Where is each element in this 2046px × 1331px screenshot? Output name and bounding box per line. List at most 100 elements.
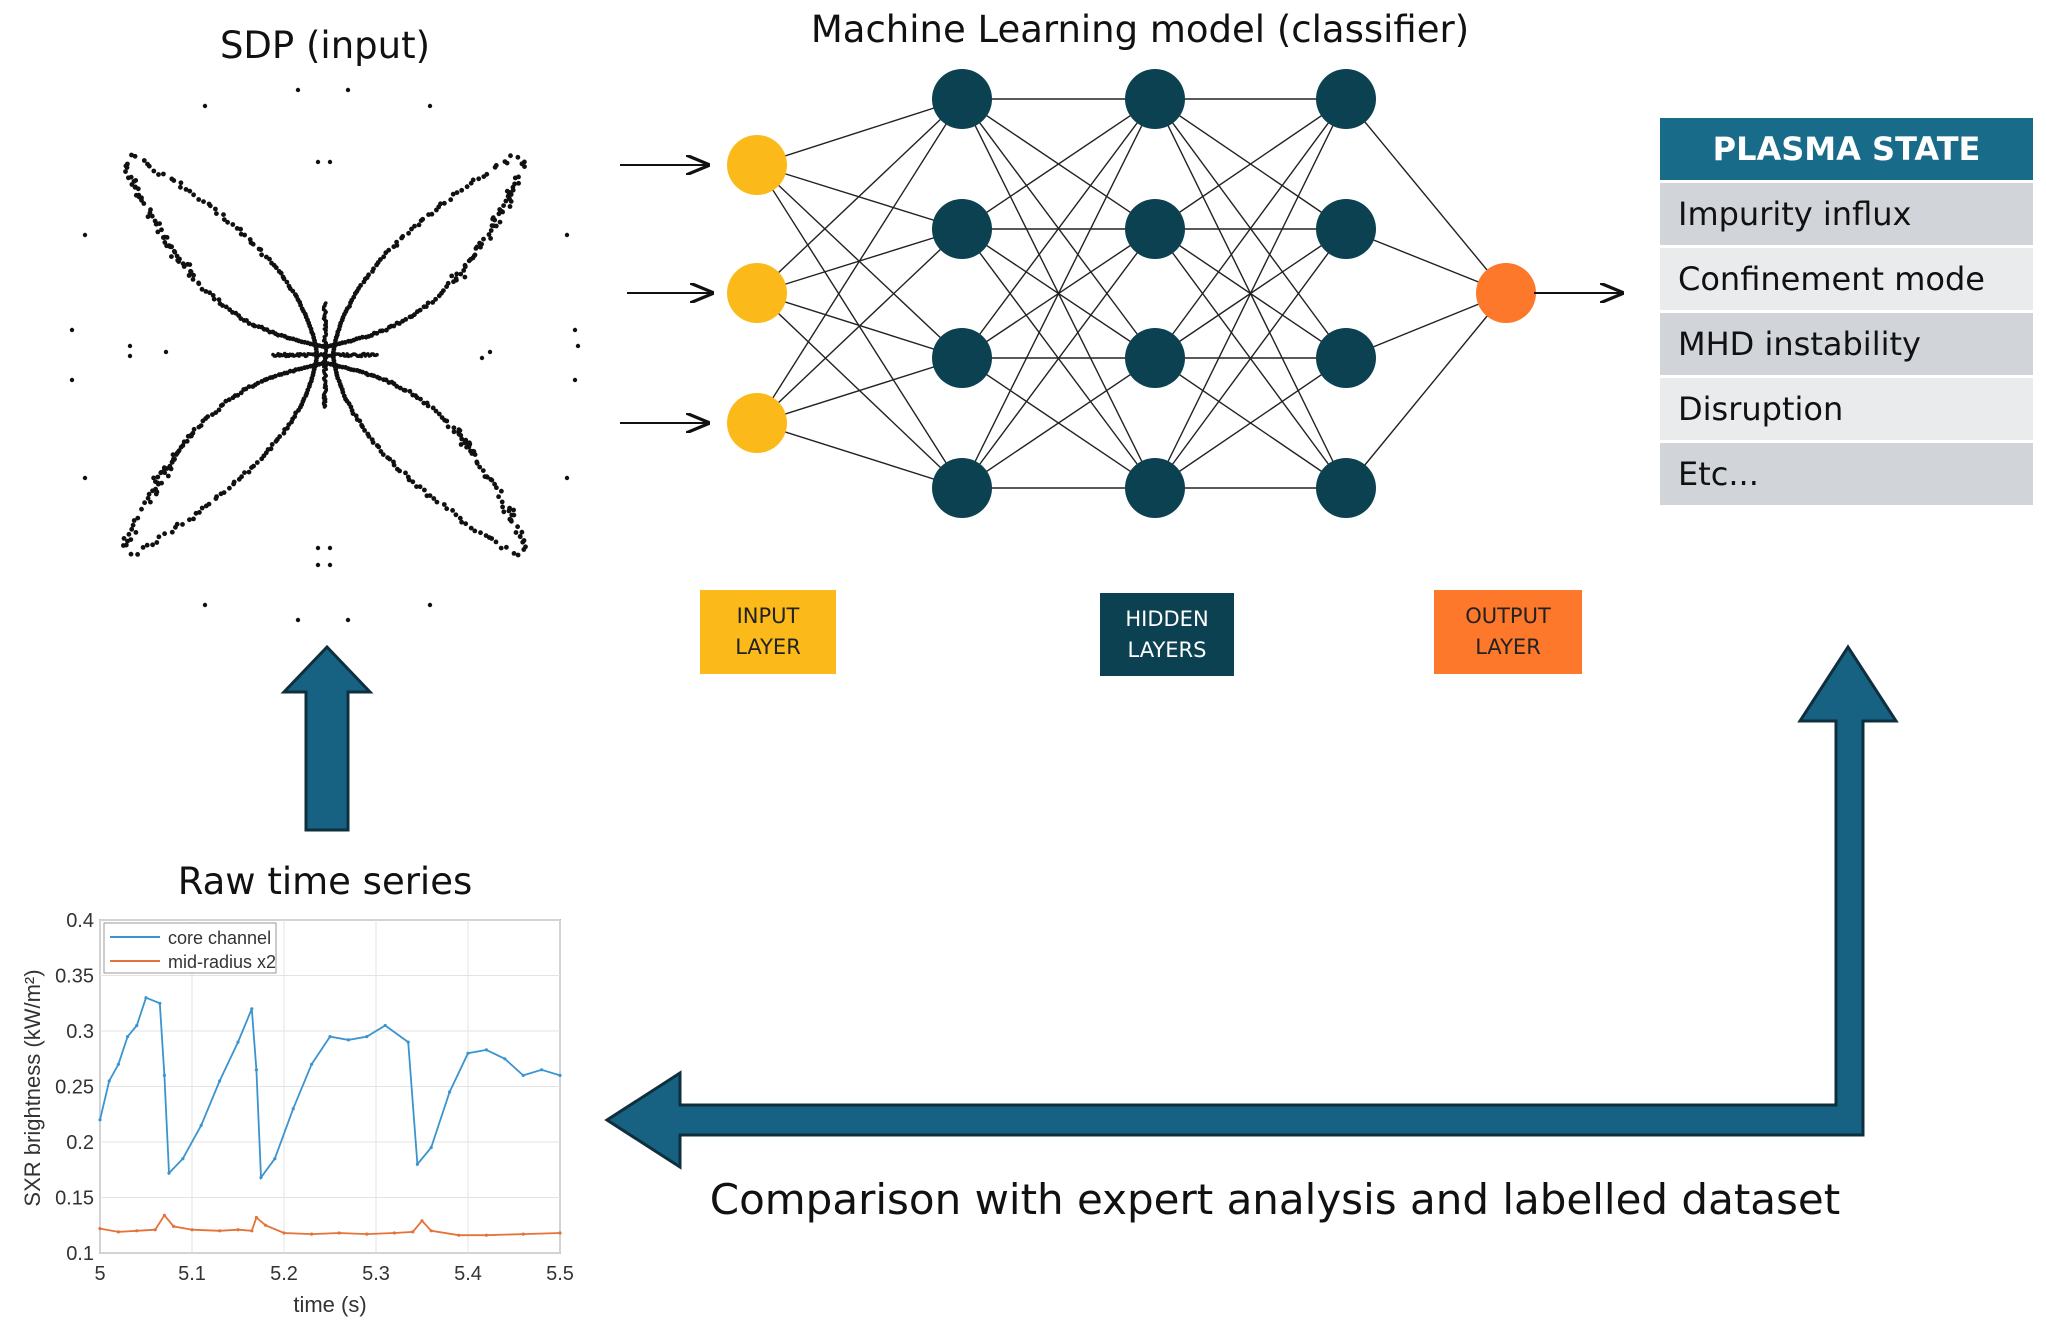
sdp-point: [458, 433, 464, 438]
network-edge: [1154, 357, 1347, 489]
sdp-point: [201, 199, 206, 205]
sdp-point: [129, 182, 135, 187]
sdp-point: [133, 530, 139, 535]
series-point: [199, 1123, 203, 1127]
sdp-point: [180, 261, 186, 267]
sdp-point: [225, 219, 231, 225]
sdp-point: [227, 485, 232, 491]
y-tick-label: 0.1: [66, 1243, 94, 1265]
output-layer-line-1: OUTPUT: [1465, 604, 1551, 628]
sdp-point: [409, 226, 414, 232]
sdp-point: [505, 193, 511, 199]
sdp-point: [366, 434, 372, 439]
legend-core-channel: core channel: [168, 928, 271, 948]
sdp-point: [374, 330, 380, 336]
sdp-point: [478, 244, 483, 250]
sdp-point: [353, 413, 359, 419]
sdp-point: [478, 530, 483, 536]
series-point: [98, 1227, 102, 1231]
sdp-point: [358, 283, 363, 288]
sdp-point: [484, 171, 490, 177]
network-edge: [756, 98, 963, 166]
sdp-point: [162, 531, 168, 537]
sdp-point: [127, 343, 133, 349]
sdp-point: [490, 215, 496, 221]
sdp-point: [348, 404, 354, 410]
sdp-point: [230, 395, 236, 401]
sdp-point: [366, 272, 371, 278]
sdp-point: [499, 488, 504, 494]
sdp-point: [286, 422, 292, 427]
sdp-point: [575, 343, 581, 349]
sdp-point: [169, 244, 174, 250]
sdp-point: [403, 317, 409, 322]
sdp-point: [488, 228, 494, 233]
sdp-point: [281, 430, 287, 436]
hidden-layer-line-2: LAYERS: [1127, 637, 1207, 662]
sdp-point: [441, 288, 446, 293]
sdp-point: [360, 424, 365, 430]
sdp-point: [132, 153, 138, 159]
sdp-point: [494, 485, 499, 491]
sdp-point: [218, 403, 224, 408]
sdp-point: [170, 452, 176, 458]
series-point: [98, 1118, 102, 1122]
sdp-point: [402, 388, 408, 393]
sdp-point: [441, 502, 447, 507]
sdp-point: [213, 206, 218, 212]
sdp-point: [291, 368, 296, 374]
y-tick-label: 0.15: [55, 1188, 94, 1210]
sdp-point: [406, 477, 412, 483]
series-point: [411, 1230, 415, 1234]
sdp-point: [450, 191, 456, 197]
sdp-point: [139, 506, 144, 512]
sdp-point: [436, 411, 442, 417]
hidden-layer-line-1: HIDDEN: [1125, 606, 1209, 631]
sdp-point: [210, 293, 216, 298]
series-point: [236, 1040, 240, 1044]
sdp-point: [322, 405, 327, 409]
sdp-point: [340, 389, 346, 395]
network-edge: [756, 228, 963, 424]
sdp-point: [425, 300, 431, 306]
series-point: [484, 1048, 488, 1052]
sdp-point: [504, 188, 510, 194]
sdp-point: [515, 154, 521, 160]
sdp-point: [406, 230, 411, 236]
sdp-point: [360, 334, 365, 340]
sdp-point: [468, 256, 474, 262]
chart-legend: [103, 922, 277, 974]
sdp-point: [199, 505, 205, 511]
sdp-point: [202, 103, 208, 109]
sdp-point: [121, 543, 126, 548]
sdp-point: [286, 283, 292, 289]
sdp-point: [351, 294, 357, 300]
sdp-point: [249, 465, 254, 470]
series-point: [420, 1219, 424, 1223]
sdp-point: [503, 198, 509, 204]
sdp-point: [433, 296, 438, 302]
series-point: [116, 1062, 120, 1066]
series-point: [291, 1107, 295, 1111]
sdp-point: [256, 324, 262, 330]
sdp-point: [164, 235, 170, 240]
series-point: [346, 1038, 350, 1042]
series-point: [310, 1232, 314, 1236]
sdp-point: [461, 268, 467, 273]
sdp-point: [269, 442, 275, 447]
network-connections: [756, 98, 1507, 489]
sdp-point: [188, 269, 194, 275]
sdp-point: [181, 439, 187, 445]
sdp-point: [150, 542, 156, 548]
sdp-point: [412, 312, 417, 318]
sdp-point: [174, 450, 180, 456]
sdp-point: [470, 177, 476, 183]
y-tick-label: 0.2: [66, 1132, 94, 1154]
hidden-node: [1125, 69, 1185, 129]
sdp-point: [418, 396, 423, 402]
sdp-point: [482, 474, 488, 479]
sdp-point: [187, 517, 192, 523]
plasma-state-item: Confinement mode: [1660, 248, 2033, 313]
sdp-point: [191, 426, 197, 432]
sdp-point: [136, 194, 142, 200]
